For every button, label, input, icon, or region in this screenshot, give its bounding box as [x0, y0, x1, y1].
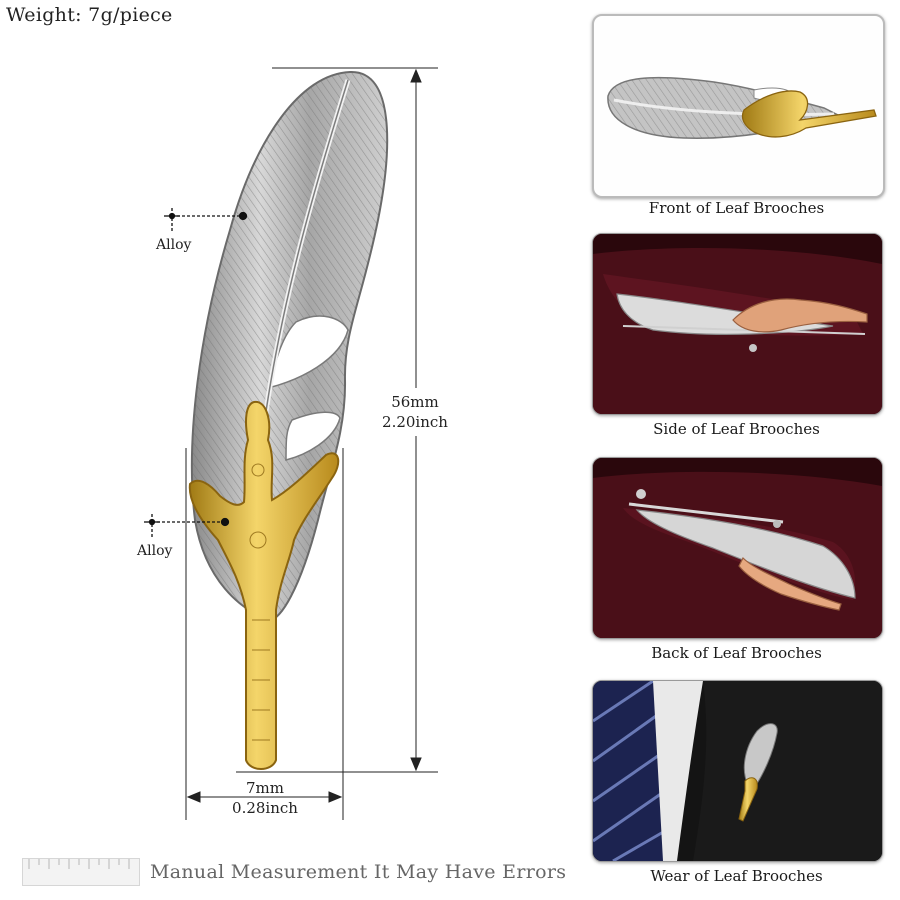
- back-view-photo: [592, 457, 883, 639]
- height-inch: 2.20inch: [382, 413, 448, 431]
- width-inch: 0.28inch: [232, 799, 298, 817]
- material-label-top: Alloy: [156, 237, 192, 253]
- side-view-photo: [592, 233, 883, 415]
- front-view-photo: [592, 14, 885, 198]
- caption-front: Front of Leaf Brooches: [648, 199, 825, 217]
- wear-view-photo: [592, 680, 883, 862]
- feather-silver: [190, 70, 389, 622]
- caption-back: Back of Leaf Brooches: [651, 644, 822, 662]
- width-mm: 7mm: [246, 779, 284, 797]
- alloy-pointers: [144, 208, 248, 538]
- height-dimension: 56mm 2.20inch: [380, 392, 450, 432]
- dimension-lines: [185, 67, 438, 820]
- measurement-disclaimer: Manual Measurement It May Have Errors: [150, 861, 567, 883]
- material-label-bottom: Alloy: [137, 543, 173, 559]
- claw-gold: [188, 400, 340, 770]
- caption-side: Side of Leaf Brooches: [653, 420, 820, 438]
- weight-label: Weight: 7g/piece: [6, 4, 173, 26]
- width-dimension: 7mm 0.28inch: [210, 778, 320, 818]
- ruler-icon: [22, 858, 140, 886]
- height-mm: 56mm: [391, 393, 439, 411]
- caption-wear: Wear of Leaf Brooches: [650, 867, 823, 885]
